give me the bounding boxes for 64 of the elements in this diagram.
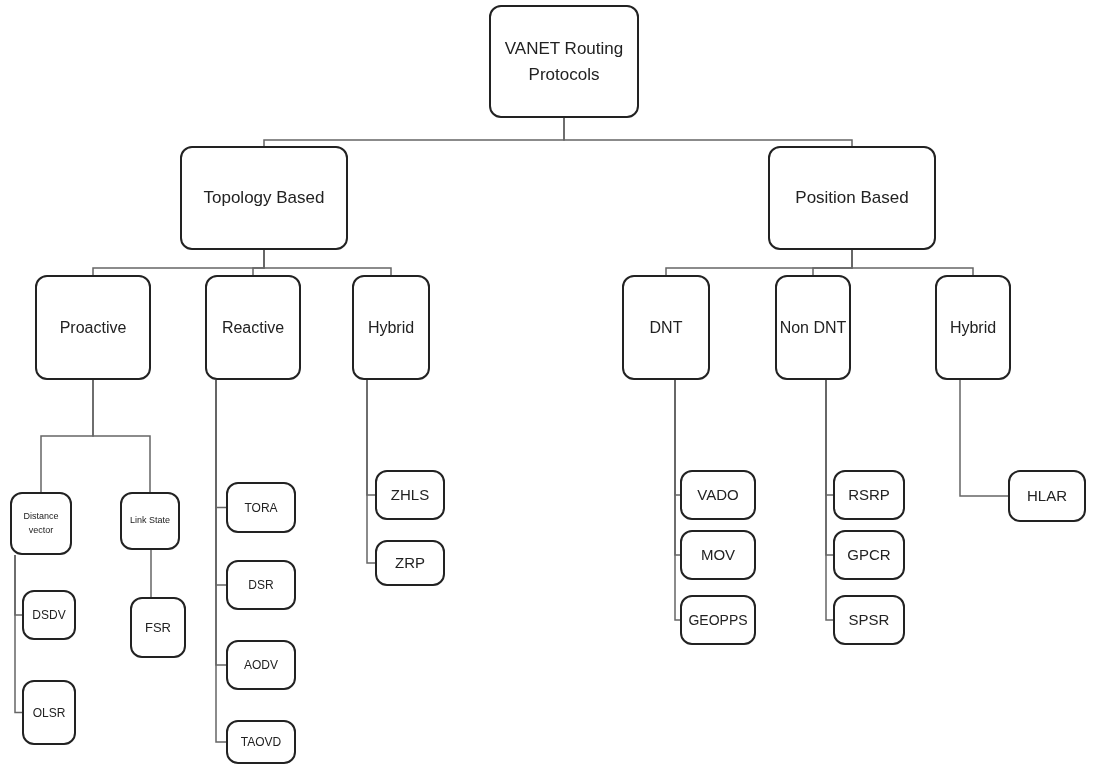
process-box <box>622 275 710 380</box>
process-box <box>226 720 296 764</box>
node-label: Link State <box>130 514 170 528</box>
node-label: OLSR <box>32 704 66 722</box>
process-box <box>680 470 756 520</box>
node-label: DSR <box>248 577 274 594</box>
process-box <box>10 492 72 555</box>
connector-line <box>851 249 974 276</box>
node-label: GEOPPS <box>688 610 748 630</box>
connector-line <box>366 379 376 564</box>
process-box <box>489 5 639 118</box>
node-label: Distance vector <box>22 510 60 537</box>
process-box <box>680 530 756 580</box>
node-label: TAOVD <box>240 734 282 751</box>
connector-line <box>263 249 392 276</box>
node-label: VADO <box>697 484 739 505</box>
process-box <box>226 560 296 610</box>
process-box <box>35 275 151 380</box>
process-box <box>375 540 445 586</box>
process-box <box>1008 470 1086 522</box>
node-label: DSDV <box>32 607 66 624</box>
process-box <box>833 530 905 580</box>
node-label: Reactive <box>221 317 285 338</box>
process-box <box>22 680 76 745</box>
node-label: Position Based <box>795 187 909 210</box>
node-label: TORA <box>244 499 278 517</box>
process-box <box>352 275 430 380</box>
process-box <box>180 146 348 250</box>
process-box <box>775 275 851 380</box>
process-box <box>833 595 905 645</box>
process-box <box>375 470 445 520</box>
connector-line <box>825 379 834 621</box>
process-box <box>130 597 186 658</box>
node-label: ZRP <box>395 552 425 573</box>
node-label: GPCR <box>847 544 891 565</box>
process-box <box>226 640 296 690</box>
connector-line <box>150 549 152 598</box>
node-label: FSR <box>145 618 171 637</box>
node-label: ZHLS <box>390 484 430 505</box>
node-label: MOV <box>700 544 736 565</box>
process-box <box>833 470 905 520</box>
node-label: Hybrid <box>949 317 997 338</box>
node-label: HLAR <box>1027 485 1067 506</box>
process-box <box>22 590 76 640</box>
process-box <box>768 146 936 250</box>
node-label: Proactive <box>59 317 127 338</box>
process-box <box>935 275 1011 380</box>
node-label: VANET Routing Protocols <box>503 38 625 86</box>
node-label: Topology Based <box>203 187 325 210</box>
node-label: AODV <box>244 657 278 674</box>
connector-line <box>563 117 853 147</box>
process-box <box>226 482 296 533</box>
connector-line <box>92 379 151 493</box>
process-box <box>205 275 301 380</box>
node-label: SPSR <box>848 609 890 630</box>
connector-line <box>14 554 23 714</box>
process-box <box>680 595 756 645</box>
node-label: Non DNT <box>779 317 847 338</box>
connector-line <box>959 379 1009 497</box>
connector-line <box>674 379 681 621</box>
node-label: DNT <box>649 317 683 338</box>
process-box <box>120 492 180 550</box>
node-label: RSRP <box>848 484 890 505</box>
node-label: Hybrid <box>367 317 415 338</box>
